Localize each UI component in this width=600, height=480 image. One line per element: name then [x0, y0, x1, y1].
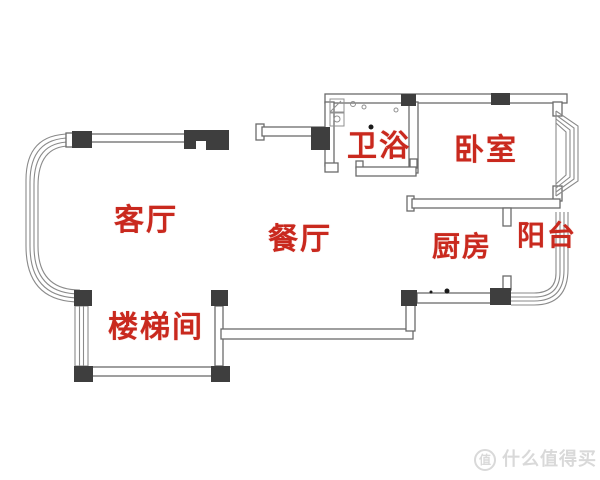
smzdm-logo-icon: 值 [474, 449, 496, 471]
room-label-stairwell: 楼梯间 [108, 310, 204, 345]
watermark: 值 什么值得买 [474, 449, 597, 471]
room-label-balcony: 阳台 [516, 219, 578, 252]
room-label-dining-room: 餐厅 [268, 222, 332, 257]
columns [72, 93, 511, 382]
bathroom-fixtures [329, 98, 399, 130]
bay-window [555, 110, 579, 197]
kitchen-dots [429, 288, 450, 294]
balcony-window [511, 212, 569, 306]
room-label-bathroom: 卫浴 [347, 129, 411, 164]
watermark-text: 什么值得买 [502, 449, 597, 470]
curved-window-left [25, 133, 86, 303]
stairwell-window [74, 305, 89, 367]
room-label-kitchen: 厨房 [431, 230, 493, 263]
walls [65, 93, 568, 377]
room-label-bedroom: 卧室 [454, 133, 518, 168]
room-label-living-room: 客厅 [114, 203, 178, 238]
